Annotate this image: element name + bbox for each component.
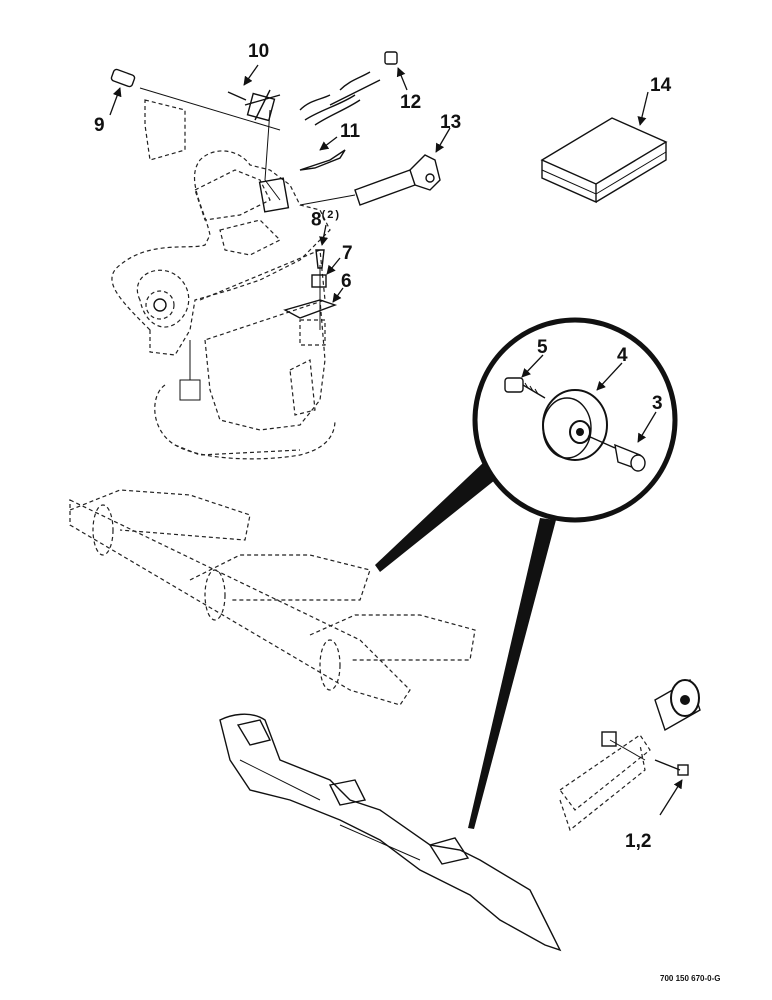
callout-5: 5 bbox=[537, 337, 548, 358]
callout-7: 7 bbox=[342, 243, 353, 264]
callout-12: 12 bbox=[400, 92, 422, 113]
bracket-1-2-drawing bbox=[559, 678, 701, 832]
callout-9: 9 bbox=[94, 115, 105, 136]
box-14-drawing bbox=[540, 117, 668, 204]
callout-6: 6 bbox=[341, 271, 352, 292]
callout-8: 8(2) bbox=[311, 209, 342, 231]
callout-3: 3 bbox=[652, 393, 663, 414]
callout-4: 4 bbox=[617, 345, 628, 366]
fingers-drawing bbox=[219, 713, 562, 952]
callout-13: 13 bbox=[440, 112, 462, 133]
pivot-hardware-drawing bbox=[110, 51, 398, 213]
reel-bars-drawing bbox=[69, 489, 476, 706]
callout-8-number: 8 bbox=[311, 209, 322, 231]
callout-11: 11 bbox=[340, 121, 361, 142]
callout-8-quantity: (2) bbox=[321, 209, 342, 221]
leader-lines bbox=[109, 64, 683, 816]
bracket-6-7-8-drawing bbox=[283, 249, 338, 330]
callout-10: 10 bbox=[248, 41, 270, 62]
pin-13-drawing bbox=[299, 154, 441, 206]
callout-1-2: 1,2 bbox=[625, 831, 652, 852]
document-id: 700 150 670-0-G bbox=[660, 974, 721, 983]
arm-assembly-drawing bbox=[111, 99, 336, 460]
detail-circle bbox=[375, 317, 678, 829]
callout-14: 14 bbox=[650, 75, 672, 96]
